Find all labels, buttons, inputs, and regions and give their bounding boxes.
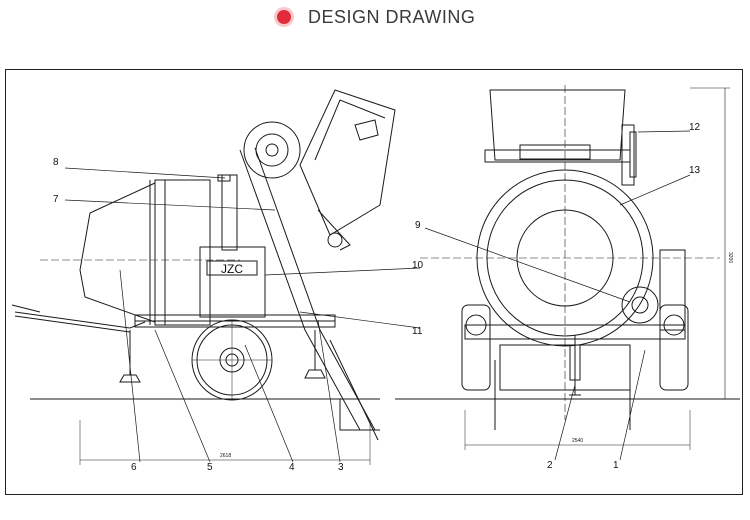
front-callouts: [424, 130, 691, 461]
side-view: JZC 2618: [11, 89, 396, 465]
front-width-dimension: 2540: [572, 438, 583, 444]
callout-6: 6: [131, 462, 137, 473]
brand-plate: JZC: [221, 262, 243, 276]
section-title: DESIGN DRAWING: [308, 7, 476, 27]
callout-5: 5: [207, 462, 213, 473]
callout-9: 9: [415, 220, 421, 231]
callout-10: 10: [412, 260, 424, 271]
side-width-dimension: 2618: [220, 453, 231, 459]
callout-12: 12: [689, 122, 701, 133]
drawing-frame: [5, 69, 743, 495]
section-header: DESIGN DRAWING: [0, 0, 750, 40]
bullet-icon: [277, 10, 291, 24]
callout-13: 13: [689, 165, 701, 176]
callout-2: 2: [547, 460, 553, 471]
callout-11: 11: [412, 326, 423, 337]
front-view: 2540 3200: [395, 85, 740, 450]
callout-7: 7: [53, 194, 59, 205]
front-height-dimension: 3200: [727, 252, 733, 263]
callout-4: 4: [289, 462, 295, 473]
callout-1: 1: [613, 460, 619, 471]
side-callouts: [64, 167, 421, 463]
callout-3: 3: [338, 462, 344, 473]
callout-8: 8: [53, 157, 59, 168]
